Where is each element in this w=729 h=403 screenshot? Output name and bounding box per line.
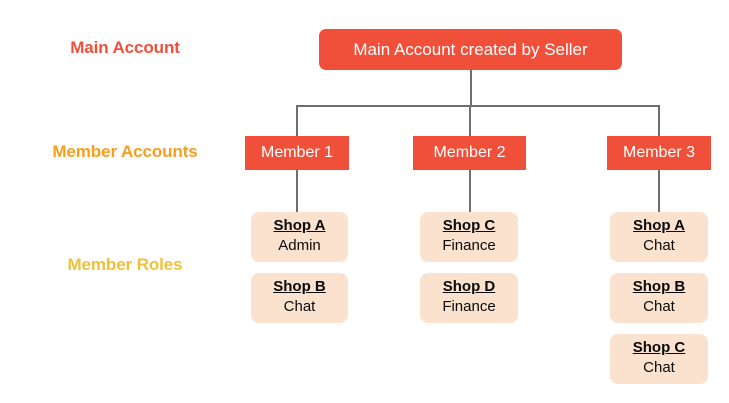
member-box-2-label: Member 2 bbox=[433, 144, 506, 161]
role-card-m1-r1-role: Admin bbox=[278, 237, 321, 254]
role-card-m3-r3-role: Chat bbox=[643, 359, 675, 376]
member-box-1[interactable]: Member 1 bbox=[245, 136, 349, 170]
role-card-m2-r1-role: Finance bbox=[442, 237, 496, 254]
role-card-m3-r3-shop: Shop C bbox=[632, 339, 686, 356]
main-account-box[interactable]: Main Account created by Seller bbox=[319, 29, 622, 70]
role-card-m3-r1-shop: Shop A bbox=[633, 217, 685, 234]
role-card-m2-r1[interactable]: Shop C Finance bbox=[420, 212, 518, 262]
connector-member-3-to-roles bbox=[658, 170, 660, 212]
role-card-m1-r2-shop: Shop B bbox=[273, 278, 326, 295]
connector-root-drop bbox=[470, 70, 472, 106]
role-card-m2-r2-shop: Shop D bbox=[442, 278, 496, 295]
role-card-m1-r2[interactable]: Shop B Chat bbox=[251, 273, 348, 323]
connector-member-1-drop bbox=[296, 105, 298, 136]
connector-member-2-to-roles bbox=[469, 170, 471, 212]
role-card-m3-r1-role: Chat bbox=[643, 237, 675, 254]
row-label-member-accounts: Member Accounts bbox=[52, 142, 198, 161]
role-card-m3-r2[interactable]: Shop B Chat bbox=[610, 273, 708, 323]
role-card-m3-r2-role: Chat bbox=[643, 298, 675, 315]
member-box-1-label: Member 1 bbox=[260, 144, 334, 161]
role-card-m1-r1-shop: Shop A bbox=[273, 217, 326, 234]
role-card-m2-r2-role: Finance bbox=[442, 298, 496, 315]
row-label-main-account: Main Account bbox=[70, 38, 180, 57]
connector-member-1-to-roles bbox=[296, 170, 298, 212]
role-card-m3-r1[interactable]: Shop A Chat bbox=[610, 212, 708, 262]
main-account-label: Main Account created by Seller bbox=[353, 39, 588, 59]
role-card-m1-r1[interactable]: Shop A Admin bbox=[251, 212, 348, 262]
connector-member-3-drop bbox=[658, 105, 660, 136]
role-card-m2-r1-shop: Shop C bbox=[442, 217, 496, 234]
row-label-member-roles: Member Roles bbox=[67, 255, 183, 274]
connector-horizontal-bus bbox=[296, 105, 660, 107]
connector-member-2-drop bbox=[469, 105, 471, 136]
member-box-3[interactable]: Member 3 bbox=[607, 136, 711, 170]
role-card-m2-r2[interactable]: Shop D Finance bbox=[420, 273, 518, 323]
member-box-3-label: Member 3 bbox=[622, 144, 696, 161]
role-card-m3-r2-shop: Shop B bbox=[632, 278, 686, 295]
role-card-m1-r2-role: Chat bbox=[283, 298, 316, 315]
role-card-m3-r3[interactable]: Shop C Chat bbox=[610, 334, 708, 384]
member-box-2[interactable]: Member 2 bbox=[413, 136, 526, 170]
